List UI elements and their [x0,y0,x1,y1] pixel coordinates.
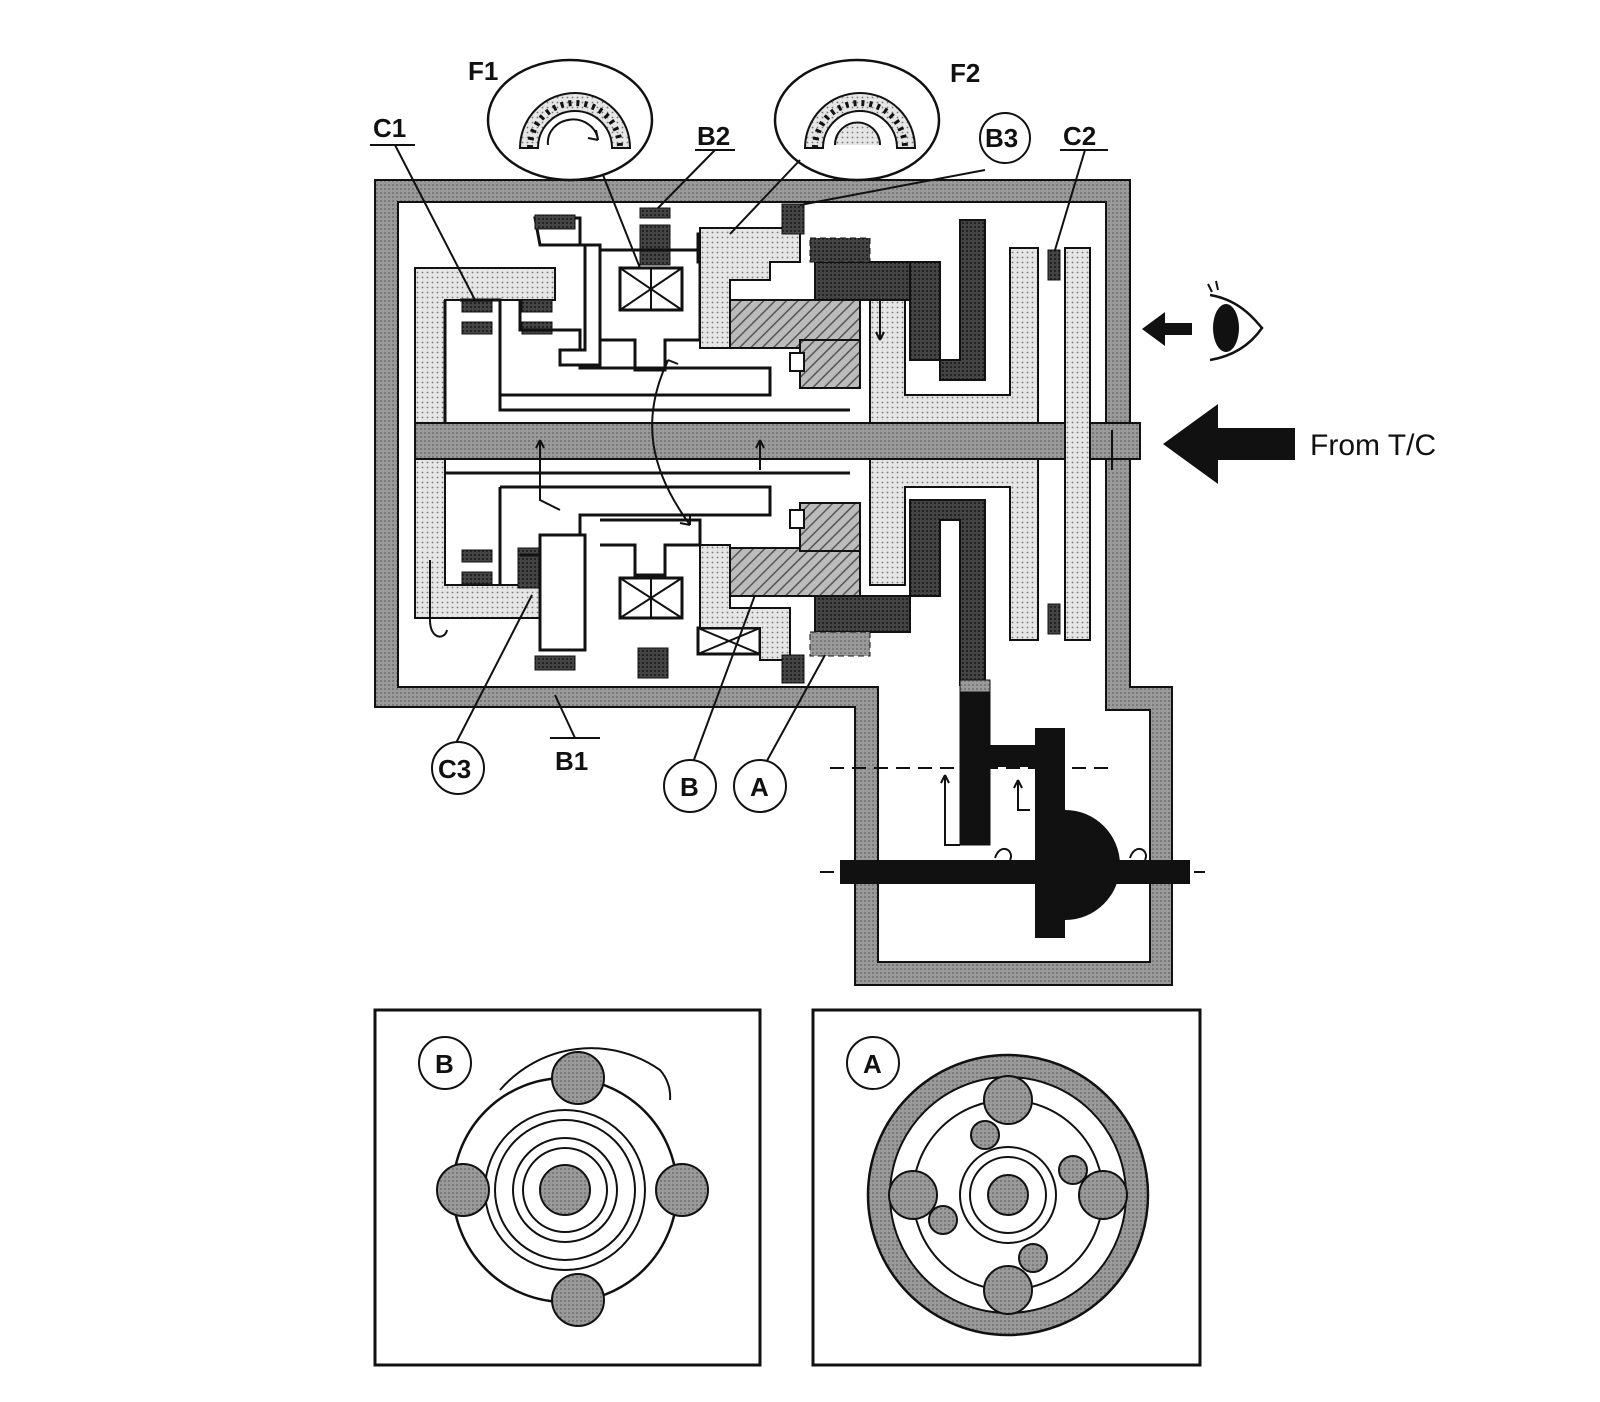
input-arrow-icon [1163,404,1295,484]
f2-detail-lens [773,58,941,182]
planetary-gear-upper [729,299,861,389]
label-b2: B2 [697,121,730,151]
label-f2: F2 [950,58,980,88]
rear-planetary-carrier [533,207,702,679]
label-c3-circle [431,741,485,795]
label-a-circle [733,759,787,813]
clutch-c2-drum [869,247,1091,641]
label-from-tc: From T/C [1310,429,1436,462]
eye-icon [1207,280,1264,362]
f1-detail-lens [486,58,654,182]
inset-panel-b [373,1008,762,1367]
sun-gear-spacer [789,352,805,529]
power-flow-arrows [429,300,1113,638]
planetary-gear-lower [729,502,861,597]
label-c3: C3 [438,754,471,784]
differential-flow-arrows [940,774,1147,861]
clutch-c2-pack [1047,249,1061,635]
one-way-clutch-f1 [618,266,684,620]
brake-b3-pack [781,203,805,684]
input-shaft [414,422,1141,460]
label-f1: F1 [468,56,498,86]
label-c2: C2 [1063,121,1096,151]
label-b3: B3 [985,123,1018,153]
label-a: A [750,772,769,802]
label-b1: B1 [555,746,588,776]
inset-label-a: A [863,1049,882,1079]
differential-axle [820,860,1205,884]
arrow-left-icon [1142,312,1192,346]
output-gear-upper [809,219,986,381]
inset-panel-a [811,1008,1202,1367]
front-ring-gear [699,227,801,661]
inner-hub-upper [443,298,850,423]
label-leader-lines [370,144,1108,769]
output-gear-lower [809,499,986,686]
label-b: B [680,772,699,802]
inset-label-b: B [435,1049,454,1079]
label-b3-circle [979,112,1031,164]
label-c1: C1 [373,113,406,143]
label-b-circle [663,759,717,813]
